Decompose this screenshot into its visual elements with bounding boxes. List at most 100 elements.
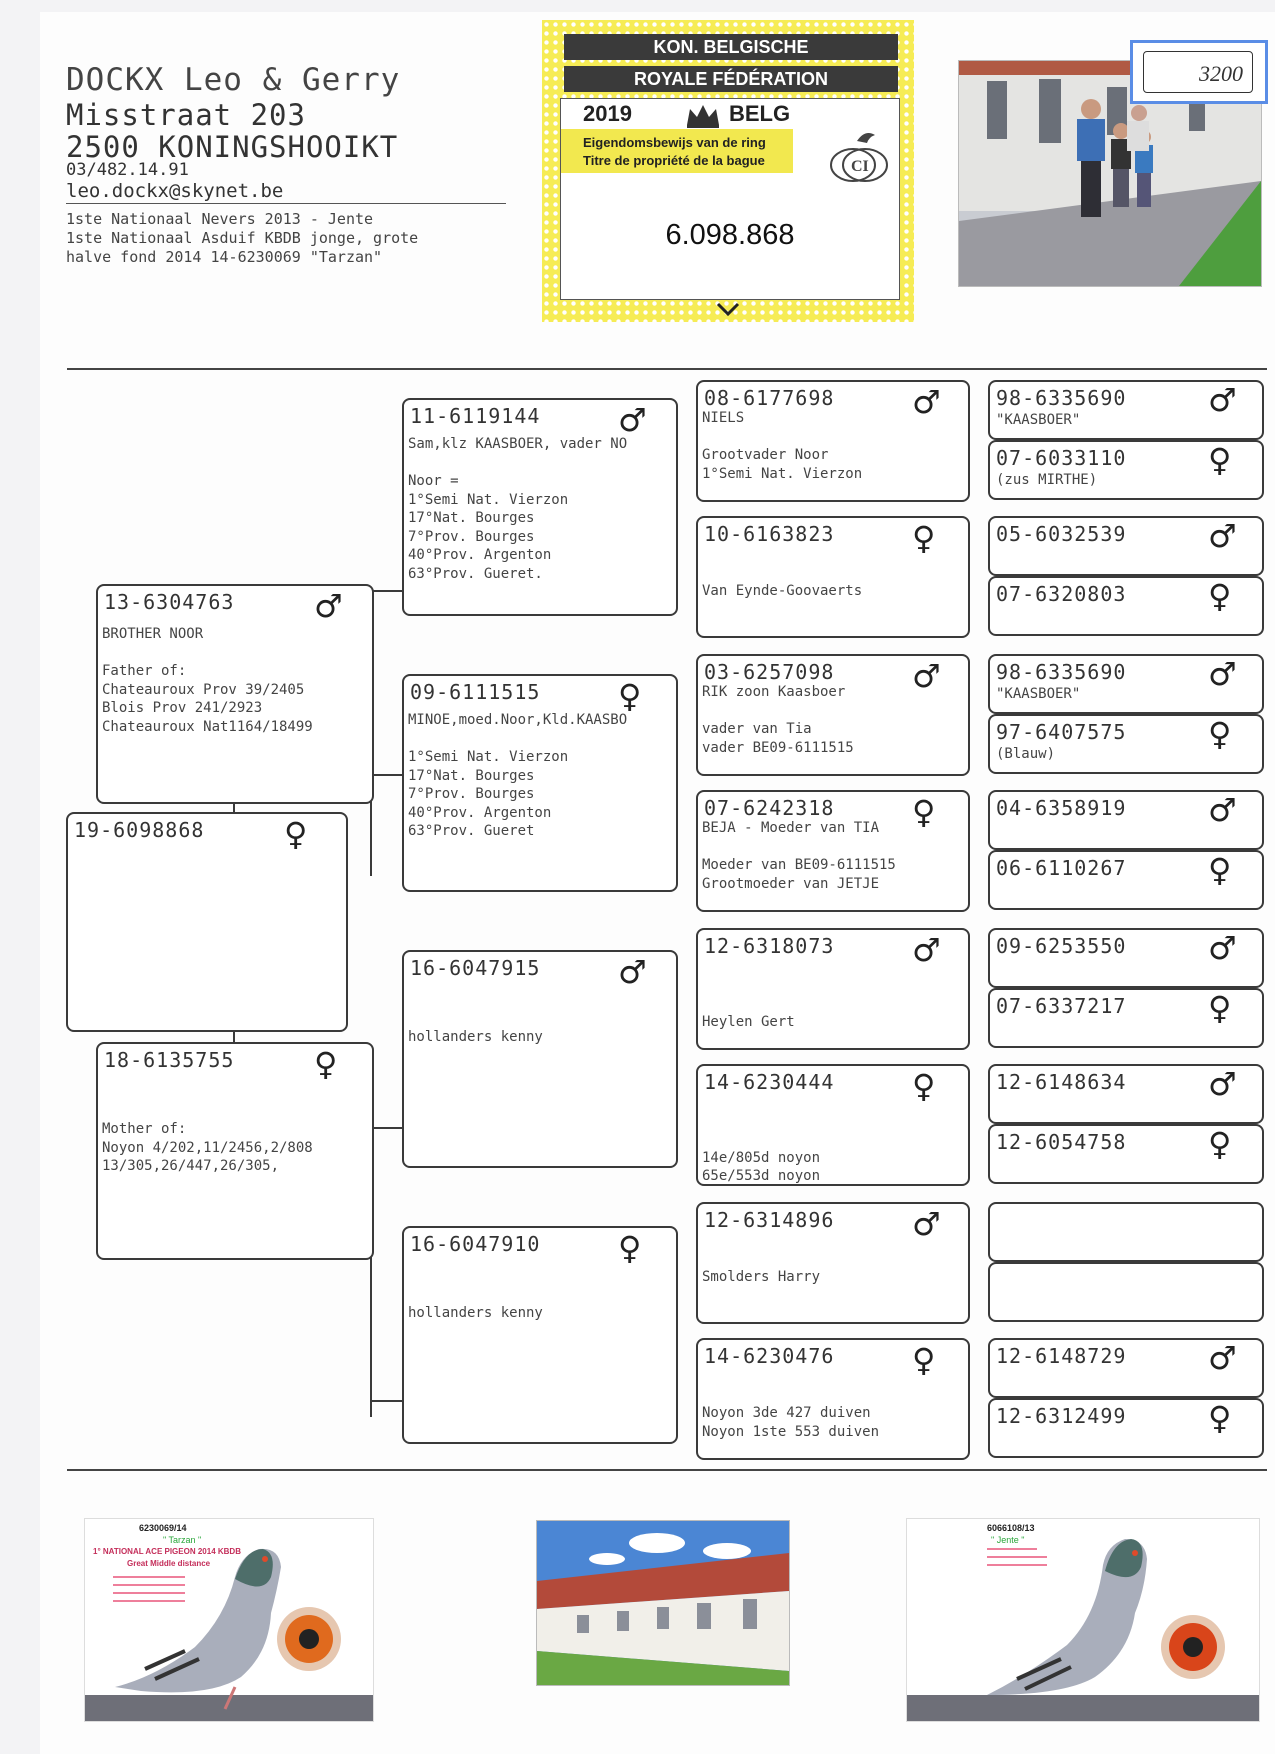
sex-symbol-icon: ♂: [314, 587, 343, 625]
svg-text:CI: CI: [851, 158, 869, 175]
federation-name-nl: KON. BELGISCHE DUIVENLIEFHEBBERSBOND: [564, 34, 898, 83]
pedigree-box-gen4: 09-6253550♂: [988, 928, 1264, 988]
sex-symbol-icon: ♀: [1208, 577, 1232, 615]
info-line: hollanders kenny: [408, 1029, 543, 1045]
info-line: vader BE09-6111515: [702, 739, 854, 756]
info-line: Grootmoeder van JETJE: [702, 875, 880, 892]
info-line: Heylen Gert: [702, 1013, 795, 1030]
sex-symbol-icon: ♀: [1208, 851, 1232, 889]
achievement-line: 1ste Nationaal Asduif KBDB jonge, grote: [66, 229, 419, 247]
note-line: "KAASBOER": [996, 686, 1081, 702]
ring-number: 97-6407575: [996, 720, 1127, 744]
ring-number: 04-6358919: [996, 796, 1127, 820]
sex-symbol-icon: ♂: [1208, 791, 1237, 829]
ring-card-body: 2019 BELG Eigendomsbewijs van de ring Ti…: [560, 98, 900, 300]
info-line: 14e/805d noyon: [702, 1149, 821, 1166]
sex-symbol-icon: ♂: [618, 401, 647, 439]
info-line: Noyon 4/202,11/2456,2/808: [102, 1139, 313, 1156]
ring-label-fr: Titre de propriété de la bague: [583, 153, 765, 168]
sheet-number-tag: 3200: [1130, 40, 1268, 104]
sex-symbol-icon: ♂: [1208, 1339, 1237, 1377]
connector-line: [370, 1127, 402, 1129]
owner-phone: 03/482.14.91: [66, 160, 189, 180]
info-line: 7°Prov. Bourges: [408, 786, 535, 802]
info-line: BROTHER NOOR: [102, 626, 204, 642]
sex-symbol-icon: ♀: [618, 677, 642, 715]
info-line: Noyon 3de 427 duiven: [702, 1405, 871, 1421]
ring-number: 98-6335690: [996, 386, 1127, 410]
ring-number: 16-6047915: [410, 956, 541, 980]
ring-year: 2019: [583, 101, 632, 126]
pigeon-card-jente: 6066108/13 " Jente ": [906, 1518, 1260, 1722]
sheet-number: 3200: [1199, 61, 1243, 86]
info-line: Noyon 1ste 553 duiven: [702, 1423, 880, 1440]
pigeon-illustration: [907, 1539, 1259, 1721]
ring-number: 12-6318073: [704, 934, 835, 958]
pigeon-title: 1° NATIONAL ACE PIGEON 2014 KBDB: [93, 1547, 241, 1556]
ring-number: 14-6230444: [704, 1070, 835, 1094]
info-line: NIELS: [702, 410, 745, 426]
pedigree-box-gen4: 98-6335690♂"KAASBOER": [988, 654, 1264, 714]
divider: [67, 1469, 1267, 1471]
info-line: 40°Prov. Argenton: [408, 804, 552, 821]
sex-symbol-icon: ♂: [1208, 381, 1237, 419]
note-line: "KAASBOER": [996, 412, 1081, 428]
info-line: Grootvader Noor: [702, 447, 829, 463]
info-line: 1°Semi Nat. Vierzon: [408, 491, 569, 508]
connector-line: [370, 1127, 372, 1417]
pedigree-box-gen3: 12-6314896 ♂ Smolders Harry: [696, 1202, 970, 1324]
pedigree-box-gen3: 08-6177698 ♂ NIELS Grootvader Noor 1°Semi …: [696, 380, 970, 502]
sex-symbol-icon: ♀: [1208, 1125, 1232, 1163]
achievement-line: 1ste Nationaal Nevers 2013 - Jente: [66, 210, 374, 228]
ring-number: 11-6119144: [410, 404, 541, 428]
ring-number: 06-6110267: [996, 856, 1127, 880]
sex-symbol-icon: ♂: [912, 657, 941, 695]
ring-number: 12-6054758: [996, 1130, 1127, 1154]
crown-icon: [685, 103, 721, 133]
ring-number: 09-6253550: [996, 934, 1127, 958]
loft-building-photo: [536, 1520, 790, 1686]
pedigree-box-gen4: 07-6033110♀(zus MIRTHE): [988, 440, 1264, 500]
pigeon-subtitle: Great Middle distance: [127, 1559, 211, 1568]
ring-card-strip: [561, 129, 793, 173]
connector-line: [370, 774, 402, 776]
pedigree-box-gen4: 12-6148634♂: [988, 1064, 1264, 1124]
ring-number: 12-6314896: [704, 1208, 835, 1232]
info-line: 7°Prov. Bourges: [408, 528, 535, 545]
pigeon-ring: 6066108/13: [987, 1523, 1035, 1533]
sex-symbol-icon: ♀: [284, 815, 308, 853]
note-line: (Blauw): [996, 746, 1056, 762]
ring-number: 12-6312499: [996, 1404, 1127, 1428]
ring-number: 18-6135755: [104, 1048, 235, 1072]
pigeon-name: " Jente ": [991, 1535, 1025, 1545]
sex-symbol-icon: ♂: [912, 383, 941, 421]
pedigree-box-gen4: 12-6312499♀: [988, 1398, 1264, 1458]
sex-symbol-icon: ♂: [912, 931, 941, 969]
info-line: 65e/553d noyon: [702, 1168, 821, 1184]
info-line: 17°Nat. Bourges: [408, 767, 535, 784]
info-line: Chateauroux Prov 39/2405: [102, 681, 305, 698]
kbdb-fci-logo-icon: CI: [823, 127, 893, 189]
info-line: Chateauroux Nat1164/18499: [102, 718, 313, 735]
ring-number: 16-6047910: [410, 1232, 541, 1256]
ring-number: 07-6337217: [996, 994, 1127, 1018]
pedigree-box-gen4: 07-6320803♀: [988, 576, 1264, 636]
sex-symbol-icon: ♂: [912, 1205, 941, 1243]
sex-symbol-icon: ♀: [1208, 989, 1232, 1027]
ring-ownership-card: KON. BELGISCHE DUIVENLIEFHEBBERSBOND ROY…: [542, 20, 914, 322]
owner-street: Misstraat 203: [66, 98, 306, 132]
ring-number: 10-6163823: [704, 522, 835, 546]
ring-number: 05-6032539: [996, 522, 1127, 546]
sex-symbol-icon: ♂: [1208, 1065, 1237, 1103]
loft-owners-photo: [958, 60, 1262, 287]
info-line: 63°Prov. Gueret.: [408, 565, 543, 582]
info-line: 1°Semi Nat. Vierzon: [702, 465, 863, 482]
pedigree-box-dam-sire: 16-6047915 ♂ hollanders kenny: [402, 950, 678, 1168]
ring-number: 08-6177698: [704, 386, 835, 410]
ring-country: BELG: [729, 101, 791, 126]
sex-symbol-icon: ♂: [1208, 655, 1237, 693]
